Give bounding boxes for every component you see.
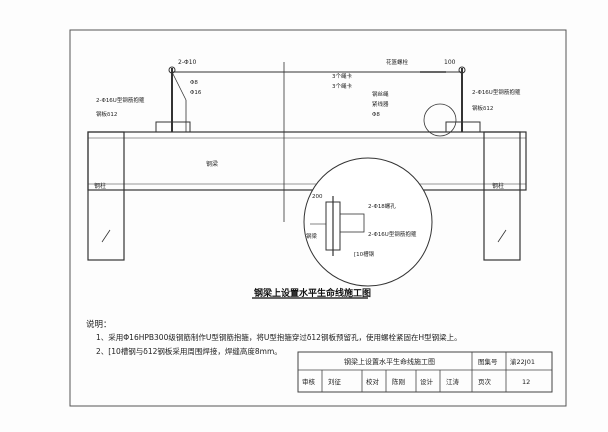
- steel-girder: [87, 131, 527, 191]
- titleblock-name: 钢梁上设置水平生命线施工图: [344, 357, 435, 366]
- titleblock-design: 设计: [420, 377, 434, 386]
- label-left-u-clamp: 2-Φ16U型钢筋抱箍: [96, 96, 145, 104]
- left-column: [87, 131, 125, 261]
- label-detail-channel: [10槽钢: [354, 250, 375, 258]
- label-left-wire2: Φ16: [190, 90, 202, 96]
- notes-heading: 说明：: [86, 320, 112, 330]
- left-break-mark: [101, 229, 111, 243]
- label-right-label1: 紧线器: [372, 100, 389, 108]
- right-break-mark: [497, 229, 507, 243]
- titleblock-design-sig: 江涛: [446, 377, 460, 386]
- label-right-rope: 钢丝绳: [372, 90, 389, 98]
- titleblock-page-no: 12: [522, 378, 530, 386]
- detail-plate: [339, 213, 365, 233]
- label-right-u-clamp: 2-Φ16U型钢筋抱箍: [472, 88, 521, 96]
- right-detail-circle: [423, 103, 457, 137]
- drawing-frame: [69, 29, 567, 407]
- title-block: [297, 351, 553, 393]
- label-right-label2: Φ8: [372, 112, 380, 118]
- label-detail-dim: 200: [312, 194, 323, 200]
- label-right-turnbuckle: 花篮螺栓: [386, 58, 409, 66]
- label-ring-top: 2-Φ10: [178, 59, 197, 66]
- label-right-clip2: 3个绳卡: [332, 82, 352, 90]
- titleblock-page-label: 页次: [478, 377, 492, 386]
- label-detail-beam: 钢梁: [306, 232, 318, 240]
- drawing-title: 钢梁上设置水平生命线施工图: [254, 287, 371, 299]
- titleblock-review-sig: 刘征: [328, 377, 342, 386]
- detail-circle: [303, 157, 433, 287]
- label-dim-top-right: 100: [444, 59, 456, 66]
- label-right-clip: 3个绳卡: [332, 72, 352, 80]
- titleblock-atlas-label: 图集号: [478, 357, 498, 366]
- label-detail-hole: 2-Φ18螺孔: [368, 202, 396, 210]
- label-column-left: 钢柱: [94, 182, 106, 190]
- label-right-plate: 钢板δ12: [472, 104, 493, 112]
- titleblock-review: 审核: [302, 377, 316, 386]
- label-column-right: 钢柱: [492, 182, 504, 190]
- label-left-plate: 钢板δ12: [96, 110, 117, 118]
- label-girder: 钢梁: [206, 160, 218, 168]
- right-anchor-ring: [458, 66, 466, 74]
- right-column: [483, 131, 521, 261]
- label-left-wire: Φ8: [190, 80, 198, 86]
- titleblock-check: 校对: [366, 377, 380, 386]
- notes-line2: 2、[10槽钢与δ12钢板采用周围焊接，焊缝高度8mm。: [96, 347, 282, 356]
- notes-line1: 1、采用Φ16HPB300级钢筋制作U型钢筋抱箍，将U型抱箍穿过δ12钢板预留孔…: [96, 333, 462, 342]
- titleblock-atlas-no: 渝22J01: [510, 357, 535, 366]
- left-anchor-ring: [168, 66, 176, 74]
- titleblock-check-sig: 陈刚: [392, 377, 405, 386]
- label-detail-u-clamp: 2-Φ16U型钢筋抱箍: [368, 230, 417, 238]
- left-rope-tail: [171, 71, 187, 101]
